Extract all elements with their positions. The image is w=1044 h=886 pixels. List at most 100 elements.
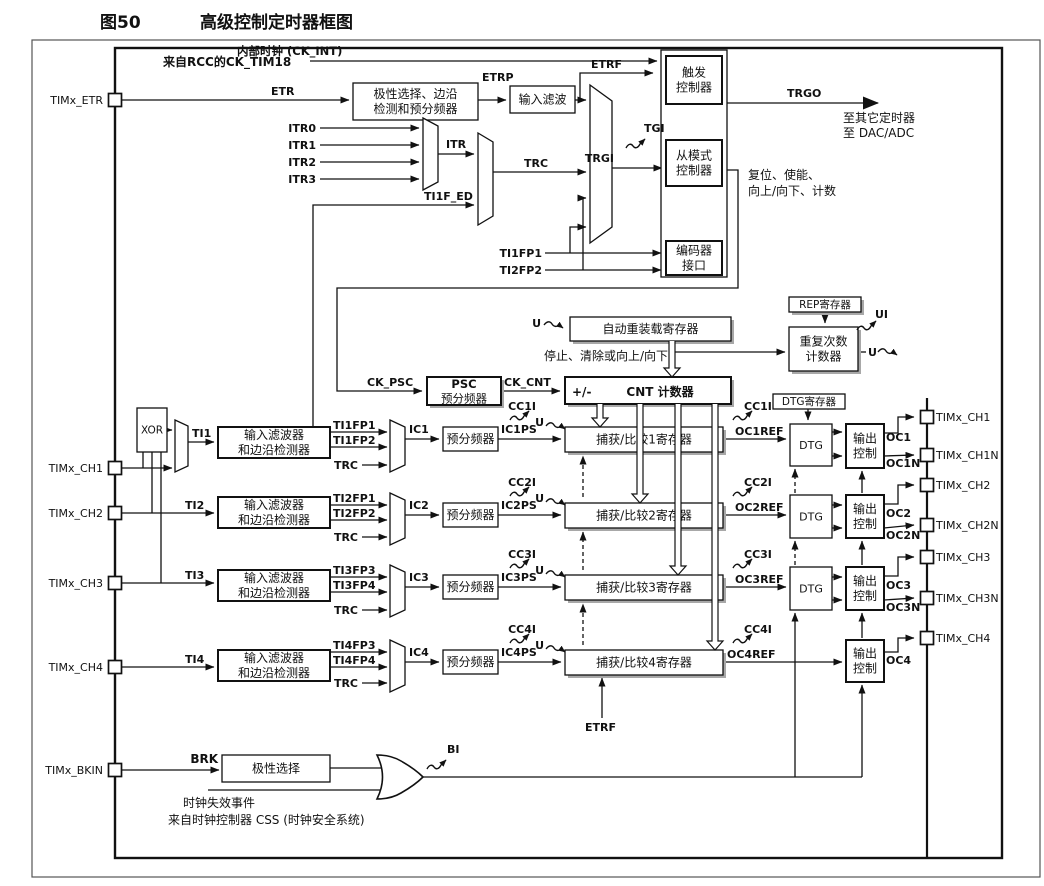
ic4ps-label: IC4PS [501,646,537,659]
cc1i-right-event [732,410,753,421]
trigger-controller-box-text-0: 触发 [682,65,706,80]
ch3-input-mux [389,563,406,619]
oc1ref-label: OC1REF [735,425,784,438]
ti1f-ed-line [312,201,475,427]
ctrl-route-line [336,169,739,395]
input-filter-3-box-text-0: 输入滤波器 [244,570,304,585]
repetition-counter-box-text-0: 重复次数 [799,334,847,349]
etrp-label: ETRP [482,71,514,84]
trgi-mux [589,83,613,245]
auto-reload-register-box-text-0: 自动重装载寄存器 [602,321,698,336]
polarity-edge-prescaler-box-text-0: 极性选择、边沿 [373,87,457,101]
xor-box-text-0: XOR [141,425,163,437]
timer-boundary [113,46,1004,860]
output-control-3-box [845,566,885,611]
ui-label: UI [875,308,888,321]
figure-border [31,39,1041,878]
oc3-label: OC3 [886,579,911,592]
port-timx-bkin [107,762,123,778]
itr0-label: ITR0 [288,122,316,135]
ck-cnt-label: CK_CNT [504,376,551,389]
oc3n-out-line [883,595,915,603]
ch1-input-mux [389,418,406,474]
cc2i-right-event [732,486,753,497]
brk-polarity-box-text-0: 极性选择 [252,762,300,776]
ti2-label: TI2 [185,499,204,512]
trgo-label: TRGO [787,87,821,100]
etrf-line [579,69,654,100]
output-control-1-box-text-1: 控制 [853,447,877,461]
tgi-label: TGI [644,122,665,135]
clock-fail-label: 时钟失效事件 [183,795,255,810]
dtg-register-box [772,393,846,410]
port-timx-ch2-in [107,505,123,521]
repetition-counter-box [788,326,859,372]
trc2-label: TRC [334,531,358,544]
input-filter-3-box [217,569,331,602]
polarity-edge-prescaler-box-text-1: 检测和预分频器 [373,101,457,116]
cnt-to-cc1-bus [590,404,610,428]
port-timx-ch4-out [919,630,935,646]
stop-clear-label: 停止、清除或向上/向下 [544,348,668,363]
bi-event [426,759,447,770]
timx-ch2-out-label: TIMx_CH2 [935,479,990,492]
capture-compare-3-box [564,574,724,601]
slave-mode-controller-box [665,139,723,187]
etrf-bottom-label: ETRF [585,721,616,734]
timx-ch3-out-label: TIMx_CH3 [935,551,990,564]
oc3n-label: OC3N [886,601,920,614]
brk-label: BRK [190,752,218,766]
ic4-label: IC4 [409,646,429,659]
encoder-interface-box-text-1: 接口 [682,258,706,273]
port-timx-ch4-in [107,659,123,675]
brk-polarity-box [221,754,331,783]
input-filter-4-box-text-1: 和边沿检测器 [238,665,310,680]
prescaler-4-box [442,649,499,675]
u-arr-event [543,321,564,329]
css-label: 来自时钟控制器 CSS (时钟安全系统) [168,812,365,827]
reset-enable-label-2: 向上/向下、计数 [748,183,836,198]
output-control-1-box-text-0: 输出 [853,431,877,446]
slave-mode-controller-box-text-1: 控制器 [676,164,712,178]
capture-compare-2-box [564,502,724,529]
timx-ch4-out-label: TIMx_CH4 [935,632,990,645]
itr-mux [422,116,439,192]
prescaler-1-box [442,426,499,452]
rep-register-box [788,296,862,313]
dtg-1-box-text-0: DTG [799,439,823,452]
to-other-timers-label: 至其它定时器 [843,110,915,125]
ti4fp3-label: TI4FP3 [333,639,375,652]
timx-ch4-in-label: TIMx_CH4 [48,661,103,674]
psc-prescaler-box-text-1: 预分频器 [441,391,487,405]
ck-int-label: 内部时钟 (CK_INT) [237,44,342,59]
bi-label: BI [447,743,459,756]
dtg-2-box [789,494,833,539]
cc3i-left-event [509,558,530,569]
ic2ps-label: IC2PS [501,499,537,512]
plus-minus-label: +/- [572,385,591,399]
dtg-2-box-text-0: DTG [799,510,823,523]
figure-number: 图50 [100,13,141,33]
ti4-label: TI4 [185,653,205,666]
port-timx-ch2-out [919,477,935,493]
output-control-4-box-text-1: 控制 [853,662,877,676]
to-dac-adc-label: 至 DAC/ADC [843,126,914,140]
cc4i-right-label: CC4I [744,623,772,636]
capture-compare-3-box-text-0: 捕获/比较3寄存器 [596,580,692,595]
u-cc2-event [545,498,566,506]
oc4-out-line [884,634,915,653]
input-filter-1-box-text-0: 输入滤波器 [244,427,304,442]
figure-caption: 高级控制定时器框图 [200,13,353,33]
itr3-label: ITR3 [288,173,316,186]
port-timx-ch3n-out [919,590,935,606]
output-control-4-box-text-0: 输出 [853,646,877,661]
dtg-3-box [789,566,833,611]
port-timx-ch1-in [107,460,123,476]
ui-event [856,320,877,331]
timx-ch2n-out-label: TIMx_CH2N [935,519,999,532]
polarity-edge-prescaler-box [352,82,479,121]
itr2-label: ITR2 [288,156,316,169]
trc1-label: TRC [334,459,358,472]
itr-label: ITR [446,138,467,151]
